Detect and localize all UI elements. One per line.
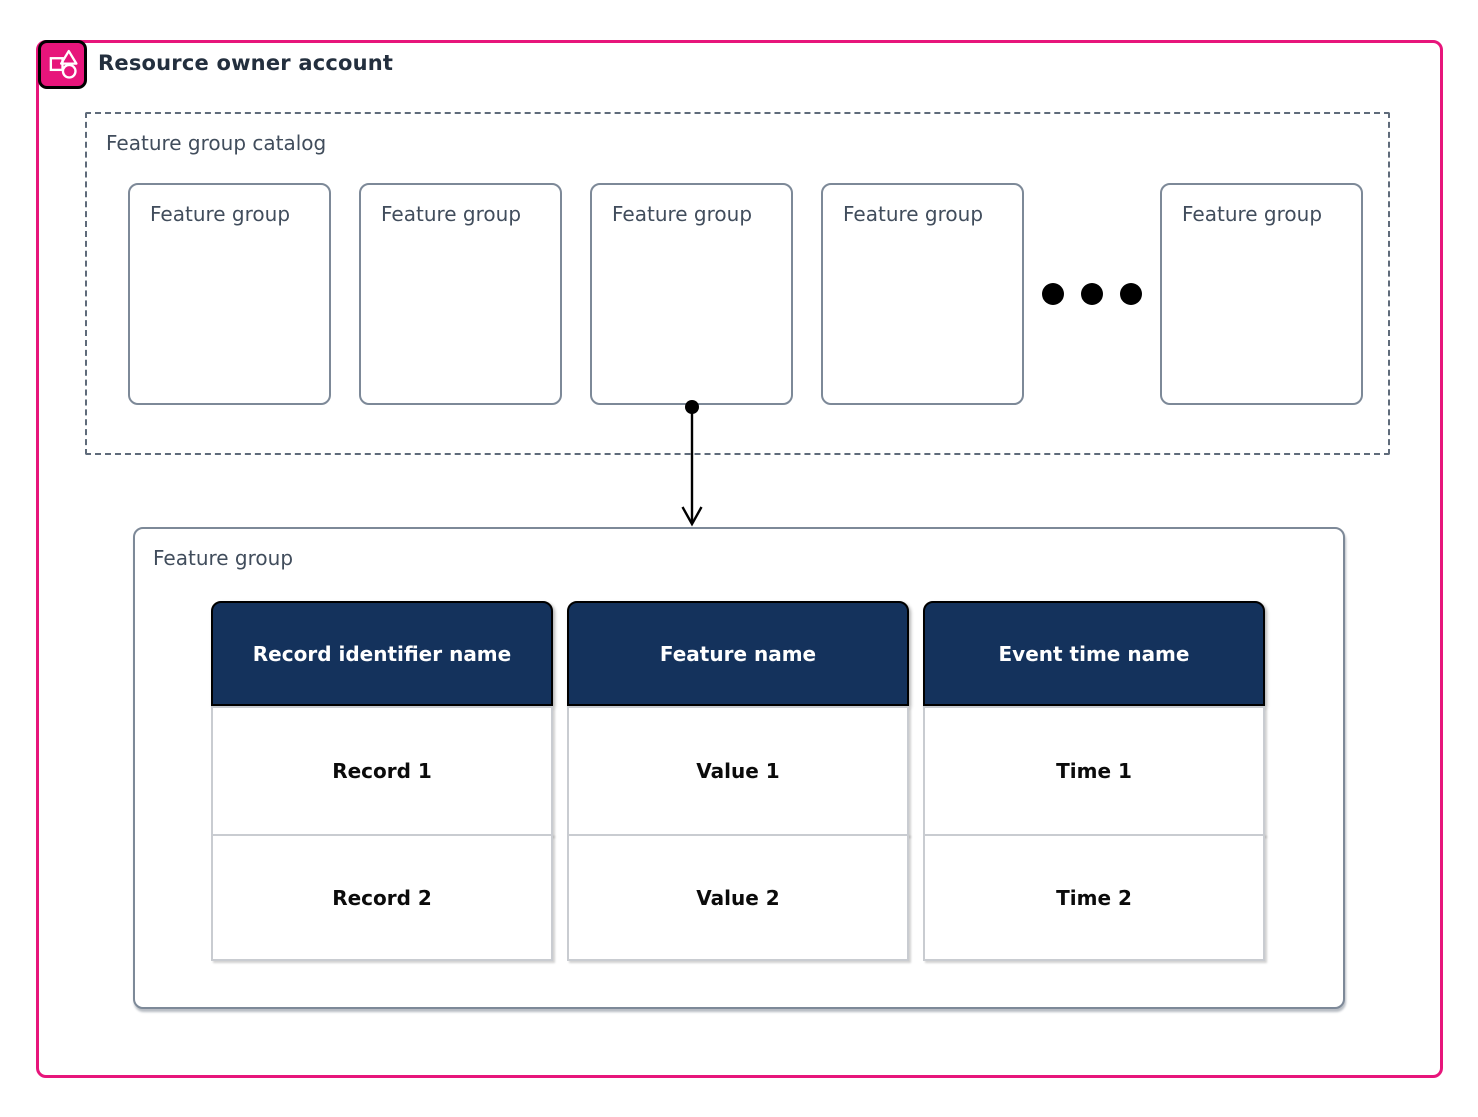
column-header: Feature name — [567, 601, 909, 706]
feature-group-card-label: Feature group — [150, 202, 291, 226]
feature-group-card: Feature group — [821, 183, 1024, 405]
feature-group-card: Feature group — [128, 183, 331, 405]
table-column-event-time: Event time name Time 1 Time 2 — [923, 601, 1265, 961]
ellipsis-dot — [1042, 283, 1064, 305]
feature-group-card-label: Feature group — [1182, 202, 1323, 226]
resource-owner-account-boundary — [36, 40, 1443, 1078]
catalog-label: Feature group catalog — [106, 131, 327, 155]
feature-group-card: Feature group — [359, 183, 562, 405]
account-title: Resource owner account — [98, 51, 394, 75]
more-items-ellipsis-icon — [1042, 283, 1142, 305]
arrowhead-icon — [681, 506, 703, 527]
resource-owner-account-icon — [38, 40, 87, 89]
ellipsis-dot — [1120, 283, 1142, 305]
table-column-record-identifier: Record identifier name Record 1 Record 2 — [211, 601, 553, 961]
table-cell: Time 1 — [923, 706, 1265, 836]
column-header: Record identifier name — [211, 601, 553, 706]
table-cell: Record 1 — [211, 706, 553, 836]
feature-group-detail-label: Feature group — [153, 546, 294, 570]
feature-group-card-label: Feature group — [612, 202, 753, 226]
table-column-feature-name: Feature name Value 1 Value 2 — [567, 601, 909, 961]
table-cell: Time 2 — [923, 834, 1265, 961]
feature-group-card: Feature group — [590, 183, 793, 405]
feature-group-card-label: Feature group — [843, 202, 984, 226]
table-cell: Value 1 — [567, 706, 909, 836]
ellipsis-dot — [1081, 283, 1103, 305]
feature-group-catalog-boundary — [85, 112, 1390, 455]
feature-group-card: Feature group — [1160, 183, 1363, 405]
table-cell: Record 2 — [211, 834, 553, 961]
arrow-down-connector-icon — [681, 400, 703, 527]
shapes-glyph — [49, 49, 78, 79]
feature-group-card-label: Feature group — [381, 202, 522, 226]
column-header: Event time name — [923, 601, 1265, 706]
table-cell: Value 2 — [567, 834, 909, 961]
